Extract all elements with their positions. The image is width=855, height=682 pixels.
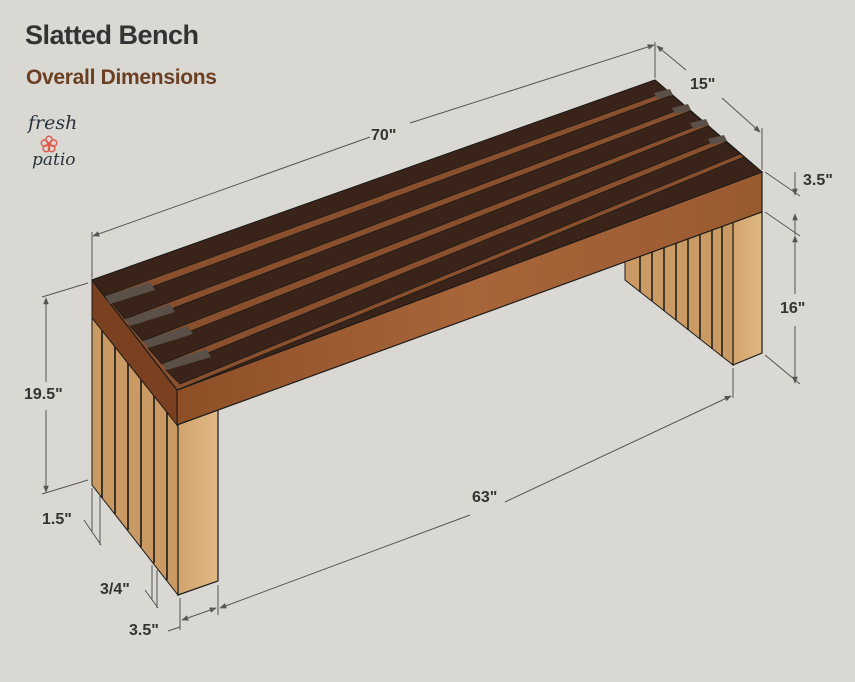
page-title: Slatted Bench xyxy=(25,20,199,50)
dim-leg-height: 16" xyxy=(780,300,806,317)
logo-word-fresh: fresh xyxy=(28,112,78,134)
page-subtitle: Overall Dimensions xyxy=(26,66,217,89)
dim-slat-width: 1.5" xyxy=(42,511,72,528)
dim-leg-width: 3.5" xyxy=(129,622,159,639)
dim-seat-thickness: 3.5" xyxy=(803,172,833,189)
dim-slat-gap: 3/4" xyxy=(100,581,130,598)
dim-overall-height: 19.5" xyxy=(24,386,63,403)
dim-overall-length: 70" xyxy=(371,127,397,144)
flower-icon xyxy=(40,135,58,153)
dim-inner-span: 63" xyxy=(472,489,498,506)
dimension-lines xyxy=(41,42,801,632)
seat-top xyxy=(91,79,764,391)
brand-logo: fresh patio xyxy=(22,112,82,174)
dim-depth: 15" xyxy=(690,76,716,93)
logo-word-patio: patio xyxy=(32,150,76,170)
